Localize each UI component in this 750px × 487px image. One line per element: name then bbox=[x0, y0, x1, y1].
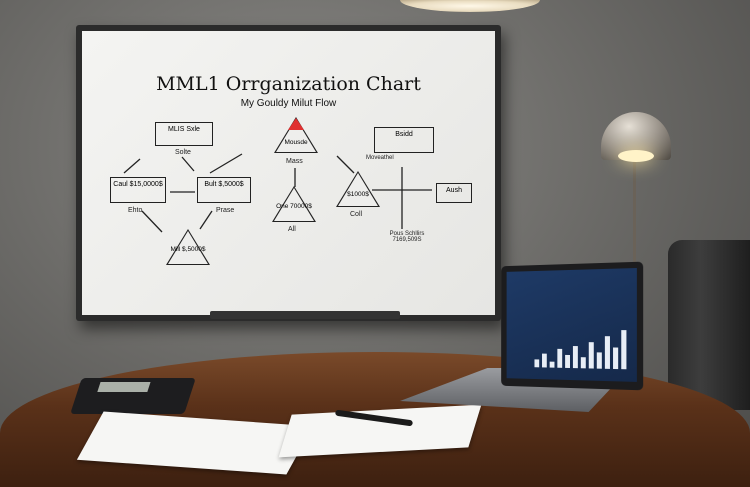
laptop-chart-bar bbox=[604, 336, 610, 369]
ceiling-light bbox=[400, 0, 540, 12]
node-box: Bsidd bbox=[374, 127, 434, 153]
node-caption: Moveathel bbox=[366, 155, 394, 161]
office-chair bbox=[668, 240, 750, 410]
whiteboard: MML1 Orrganization Chart My Gouldy Milut… bbox=[76, 25, 501, 321]
node-box: Bult $,5000$ bbox=[197, 177, 251, 203]
laptop-chart-bar bbox=[542, 353, 547, 368]
node-box: Aush bbox=[436, 183, 472, 203]
laptop-chart-bar bbox=[580, 356, 586, 369]
laptop-chart-bar bbox=[596, 352, 602, 369]
calculator bbox=[70, 378, 196, 414]
laptop-chart-bar bbox=[557, 348, 563, 368]
node-text: Mill $,5000$ bbox=[170, 246, 206, 253]
whiteboard-surface: MML1 Orrganization Chart My Gouldy Milut… bbox=[82, 31, 495, 315]
node-caption: All bbox=[288, 226, 296, 233]
node-triangle bbox=[166, 229, 210, 265]
node-box: MLIS Sxle bbox=[155, 122, 213, 146]
node-caption: Solte bbox=[175, 149, 191, 156]
laptop-chart-bar bbox=[549, 361, 555, 368]
laptop-chart-bar bbox=[588, 342, 594, 369]
laptop-chart-bar bbox=[565, 355, 570, 369]
lamp-bulb bbox=[618, 150, 654, 162]
marker-tray bbox=[210, 311, 400, 319]
calculator-screen bbox=[97, 382, 151, 392]
node-text: Mousde bbox=[284, 139, 308, 146]
laptop-dashboard bbox=[506, 267, 637, 382]
laptop-chart-bar bbox=[621, 329, 627, 370]
chart-title: MML1 Orrganization Chart bbox=[156, 73, 421, 95]
node-text: One 70000$ bbox=[276, 203, 312, 210]
laptop-screen bbox=[501, 261, 644, 391]
node-note: Pous Schllirs 7169,509S bbox=[389, 231, 425, 243]
node-caption: Prase bbox=[216, 207, 235, 214]
laptop-chart-bar bbox=[572, 345, 578, 369]
laptop-chart-bar bbox=[613, 347, 619, 370]
node-box: Caul $15,0000$ bbox=[110, 177, 166, 203]
chart-subtitle: My Gouldy Milut Flow bbox=[240, 98, 337, 109]
node-triangle bbox=[272, 186, 316, 222]
laptop-chart-bar bbox=[534, 359, 540, 368]
node-caption: Mass bbox=[286, 158, 303, 165]
node-caption: Coll bbox=[350, 211, 363, 218]
node-caption: Ehto bbox=[128, 207, 143, 214]
node-triangle bbox=[336, 171, 380, 207]
node-text: $1000$ bbox=[347, 191, 369, 198]
arrows bbox=[123, 153, 432, 233]
